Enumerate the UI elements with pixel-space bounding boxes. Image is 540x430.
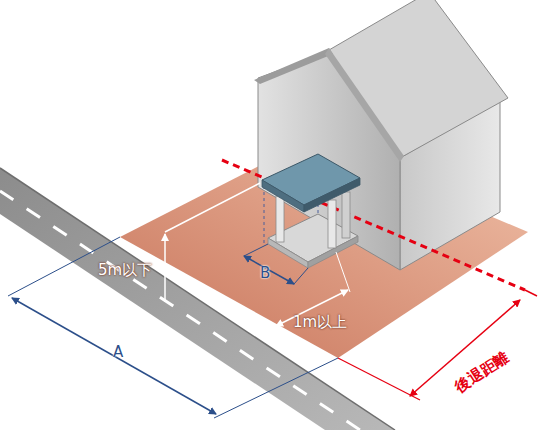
road-edge: [0, 168, 395, 430]
gate-hidden-line: [264, 186, 265, 244]
dimension-label: 1m以上: [293, 314, 347, 331]
width-b-dimension: [244, 256, 294, 284]
house-roof-edge: [254, 48, 333, 84]
gate-base-front: [268, 238, 308, 268]
road: [0, 168, 395, 430]
height-leader: [165, 183, 260, 232]
gate-post: [276, 196, 284, 242]
setback-distance-extension: [338, 358, 420, 400]
road-centerline: [0, 191, 360, 430]
height-label: 5m以下: [98, 262, 152, 279]
frontage-extension: [214, 358, 338, 418]
frontage-a-dimension: [12, 298, 216, 414]
setback-distance-label: 後退距離: [451, 348, 514, 397]
gate-roof-edge: [262, 180, 304, 212]
gate-roof: [262, 154, 360, 205]
house-roof: [329, 0, 508, 158]
setback-distance-extension: [525, 290, 537, 296]
width-b-extension: [244, 244, 268, 256]
width-b-extension: [294, 268, 308, 284]
setback-1m-extension: [336, 252, 350, 292]
setback-distance-dimension: [410, 300, 520, 396]
height-dimension: [164, 234, 166, 302]
dimension-label: B: [260, 265, 270, 282]
gate-roof-edge: [304, 178, 360, 212]
gate-post: [328, 200, 336, 248]
dimension-label: A: [113, 344, 123, 361]
house-roof-edge: [325, 48, 404, 162]
gate-post: [342, 192, 350, 238]
